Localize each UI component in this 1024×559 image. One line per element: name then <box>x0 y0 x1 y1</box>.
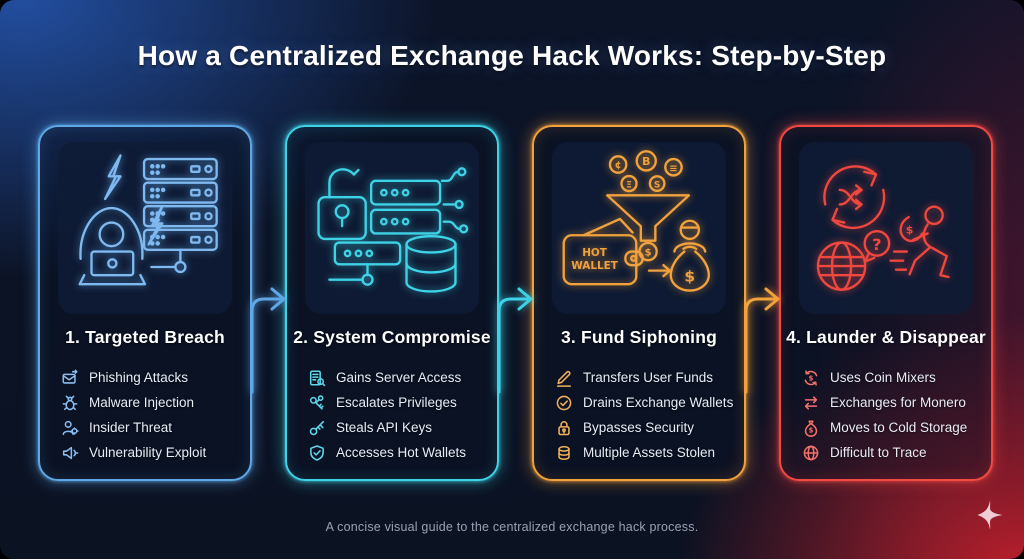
list-item: Accesses Hot Wallets <box>308 440 489 465</box>
svg-text:?: ? <box>872 235 881 254</box>
svg-text:$: $ <box>684 268 695 286</box>
illustration-panel <box>305 142 479 314</box>
list-item: $ Uses Coin Mixers <box>802 365 983 390</box>
list-item: Difficult to Trace <box>802 440 983 465</box>
step-title: 1. Targeted Breach <box>65 327 225 347</box>
list-item: Steals API Keys <box>308 415 489 440</box>
svg-text:≡: ≡ <box>669 163 677 174</box>
svg-text:Ξ: Ξ <box>626 181 632 191</box>
svg-text:$: $ <box>809 374 814 382</box>
svg-text:¢: ¢ <box>615 160 622 171</box>
list-item-label: Phishing Attacks <box>89 370 189 385</box>
list-item: Multiple Assets Stolen <box>555 440 736 465</box>
svg-text:$: $ <box>906 223 914 236</box>
list-item: Gains Server Access <box>308 365 489 390</box>
coin-mixer-icon: $ <box>802 369 820 387</box>
mixer-globe-runner-illustration: ? $ <box>816 165 950 291</box>
illustration-panel: ¢ B ≡ Ξ S $ HOT WALLET $ <box>552 142 726 314</box>
drain-check-icon <box>555 394 573 412</box>
infographic-title: How a Centralized Exchange Hack Works: S… <box>137 40 887 71</box>
list-item-label: Malware Injection <box>89 395 195 410</box>
list-item-label: Transfers User Funds <box>583 370 714 385</box>
list-item-label: Multiple Assets Stolen <box>583 445 716 460</box>
item-list: Gains Server Access Escalates Privileges… <box>308 365 489 465</box>
shield-check-icon <box>308 444 326 462</box>
card-system-compromise: 2. System Compromise Gains Server Access… <box>285 125 499 481</box>
insider-user-icon <box>61 419 79 437</box>
card-launder-disappear: ? $ 4. Launder & Disappear $ Uses Coin M… <box>779 125 993 481</box>
hot-wallet-label-line1: HOT <box>582 247 608 259</box>
step-title: 4. Launder & Disappear <box>786 327 986 347</box>
step-title: 3. Fund Siphoning <box>560 327 717 347</box>
hot-wallet-label-line2: WALLET <box>571 260 618 272</box>
list-item: $ Moves to Cold Storage <box>802 415 983 440</box>
privileges-keys-icon <box>308 394 326 412</box>
svg-text:$: $ <box>809 426 814 434</box>
list-item-label: Vulnerability Exploit <box>89 445 207 460</box>
list-item-label: Bypasses Security <box>583 420 695 435</box>
server-access-icon <box>308 369 326 387</box>
padlock-server-database-illustration <box>317 167 469 293</box>
security-lock-icon <box>555 419 573 437</box>
list-item: Malware Injection <box>61 390 242 415</box>
vulnerability-megaphone-icon <box>61 444 79 462</box>
svg-text:$: $ <box>645 248 652 259</box>
list-item-label: Insider Threat <box>89 420 173 435</box>
list-item: Exchanges for Monero <box>802 390 983 415</box>
malware-bug-icon <box>61 394 79 412</box>
swap-arrows-icon <box>802 394 820 412</box>
list-item-label: Uses Coin Mixers <box>830 370 936 385</box>
list-item-label: Difficult to Trace <box>830 445 927 460</box>
card-fund-siphoning: ¢ B ≡ Ξ S $ HOT WALLET $ 3. Fund Siphon <box>532 125 746 481</box>
item-list: $ Uses Coin Mixers Exchanges for Monero … <box>802 365 983 465</box>
svg-text:S: S <box>654 181 661 191</box>
list-item: Drains Exchange Wallets <box>555 390 736 415</box>
list-item: Bypasses Security <box>555 415 736 440</box>
list-item-label: Moves to Cold Storage <box>830 420 968 435</box>
footer-caption: A concise visual guide to the centralize… <box>325 520 699 534</box>
svg-text:B: B <box>642 155 650 168</box>
pen-transfer-icon <box>555 369 573 387</box>
illustration-panel <box>58 142 232 314</box>
list-item: Phishing Attacks <box>61 365 242 390</box>
trace-globe-icon <box>802 444 820 462</box>
list-item: Insider Threat <box>61 415 242 440</box>
list-item: Escalates Privileges <box>308 390 489 415</box>
api-key-icon <box>308 419 326 437</box>
phishing-mail-icon <box>61 369 79 387</box>
list-item-label: Gains Server Access <box>336 370 462 385</box>
item-list: Phishing Attacks Malware Injection Insid… <box>61 365 242 465</box>
list-item: Transfers User Funds <box>555 365 736 390</box>
illustration-panel: ? $ <box>799 142 973 314</box>
assets-coins-icon <box>555 444 573 462</box>
step-title: 2. System Compromise <box>293 327 491 347</box>
list-item-label: Exchanges for Monero <box>830 395 966 410</box>
funnel-wallet-thief-illustration: ¢ B ≡ Ξ S $ HOT WALLET $ <box>562 150 711 292</box>
card-targeted-breach: 1. Targeted Breach Phishing Attacks Malw… <box>38 125 252 481</box>
list-item-label: Escalates Privileges <box>336 395 457 410</box>
sparkle-logo-icon <box>977 500 1003 530</box>
list-item-label: Accesses Hot Wallets <box>336 445 467 460</box>
cold-storage-bag-icon: $ <box>802 419 820 437</box>
list-item: Vulnerability Exploit <box>61 440 242 465</box>
list-item-label: Drains Exchange Wallets <box>583 395 734 410</box>
list-item-label: Steals API Keys <box>336 420 433 435</box>
hacker-servers-illustration <box>78 154 218 286</box>
item-list: Transfers User Funds Drains Exchange Wal… <box>555 365 736 465</box>
